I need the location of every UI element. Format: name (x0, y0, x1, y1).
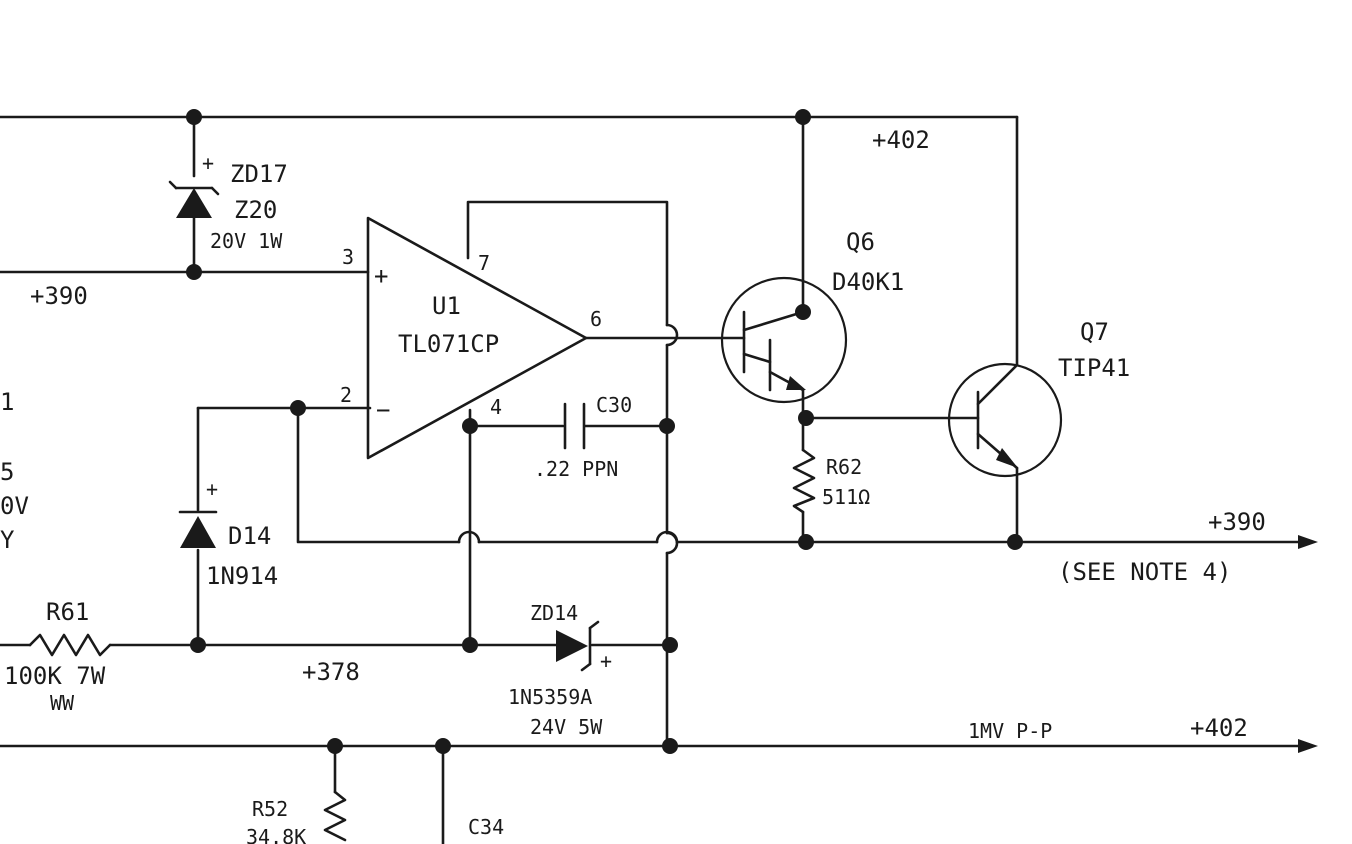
resistor-r52: R52 34.8K (246, 790, 347, 844)
zd17-ref-label: ZD17 (230, 160, 288, 188)
q6-ref-label: Q6 (846, 228, 875, 256)
capacitor-c34: C34 (468, 815, 504, 839)
rail-390-left-label: +390 (30, 282, 88, 310)
cut-left-fragment-2: 0V (0, 492, 29, 520)
c30-value-label: .22 PPN (534, 457, 618, 481)
opamp-u1: + − U1 TL071CP 3 2 7 6 4 (340, 216, 602, 460)
q6-part-label: D40K1 (832, 268, 904, 296)
c30-ref-label: C30 (596, 393, 632, 417)
cut-left-fragment-1: 5 (0, 458, 14, 486)
capacitor-c30: C30 .22 PPN (534, 393, 632, 481)
r61-value-label: 100K 7W (4, 662, 106, 690)
zd17-rating-label: 20V 1W (210, 229, 283, 253)
r52-ref-label: R52 (252, 797, 288, 821)
transistor-q6: Q6 D40K1 (720, 228, 904, 404)
see-note-label: (SEE NOTE 4) (1058, 558, 1231, 586)
u1-pin7-label: 7 (478, 251, 490, 275)
arrow-390-icon (1298, 535, 1318, 549)
ripple-label: 1MV P-P (968, 719, 1052, 743)
r61-type-label: WW (50, 691, 75, 715)
r52-value-label: 34.8K (246, 825, 306, 844)
r61-ref-label: R61 (46, 598, 89, 626)
resistor-r62: R62 511Ω (792, 448, 870, 514)
u1-pin2-label: 2 (340, 383, 352, 407)
rail-top-label: +402 (872, 126, 930, 154)
zd14-ref-label: ZD14 (530, 601, 578, 625)
resistor-r61: R61 100K 7W WW (4, 598, 112, 715)
q7-part-label: TIP41 (1058, 354, 1130, 382)
u1-part-label: TL071CP (398, 330, 499, 358)
zd17-plus: + (202, 151, 214, 175)
rail-402-out-label: +402 (1190, 714, 1248, 742)
d14-part-label: 1N914 (206, 562, 278, 590)
q7-ref-label: Q7 (1080, 318, 1109, 346)
d14-ref-label: D14 (228, 522, 271, 550)
zd17-part-label: Z20 (234, 196, 277, 224)
junction-dots (186, 109, 1023, 754)
r62-value-label: 511Ω (822, 485, 870, 509)
u1-pin6-label: 6 (590, 307, 602, 331)
u1-pin4-label: 4 (490, 395, 502, 419)
rail-390-right-label: +390 (1208, 508, 1266, 536)
cut-left-fragment-4: 1 (0, 388, 14, 416)
u1-ref-label: U1 (432, 292, 461, 320)
u1-plus-sign: + (374, 262, 388, 290)
r62-ref-label: R62 (826, 455, 862, 479)
diode-d14: + D14 1N914 (178, 477, 278, 590)
zd14-rating-label: 24V 5W (530, 715, 603, 739)
cut-left-fragment-3: Y (0, 526, 15, 554)
zener-zd14: + ZD14 1N5359A 24V 5W (508, 601, 612, 739)
c34-ref-label: C34 (468, 815, 504, 839)
u1-minus-sign: − (376, 396, 390, 424)
zd14-plus: + (600, 649, 612, 673)
zd14-part-label: 1N5359A (508, 685, 592, 709)
arrow-402-icon (1298, 739, 1318, 753)
wires (0, 115, 1302, 844)
rail-378-label: +378 (302, 658, 360, 686)
transistor-q7: Q7 TIP41 (947, 318, 1130, 478)
d14-plus: + (206, 477, 218, 501)
zener-zd17: + ZD17 Z20 20V 1W (168, 151, 288, 253)
u1-pin3-label: 3 (342, 245, 354, 269)
